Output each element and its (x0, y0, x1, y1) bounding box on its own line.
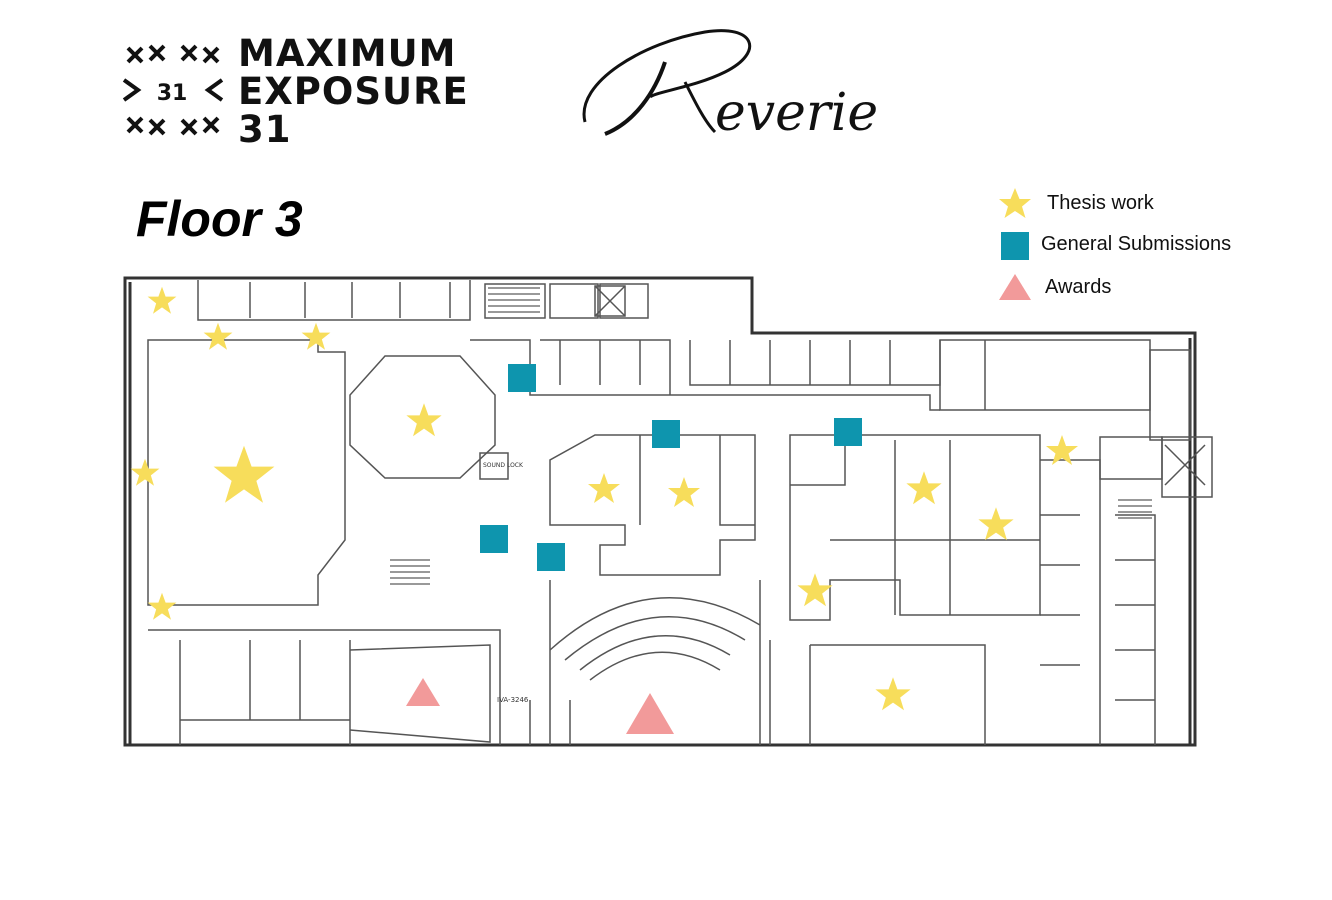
reverie-logo: everie (582, 29, 878, 143)
star-icon (999, 188, 1031, 218)
star-icon (668, 477, 700, 507)
thesis-markers (130, 286, 1078, 711)
room-label-iva: IVA-3246 (497, 696, 529, 704)
square-icon (834, 418, 862, 446)
square-icon (480, 525, 508, 553)
legend: Thesis work General Submissions Awards (995, 186, 1315, 306)
star-icon (147, 592, 177, 620)
legend-label-thesis: Thesis work (1047, 192, 1154, 214)
triangle-icon (406, 678, 440, 706)
room-label-sound-lock: SOUND LOCK (483, 462, 524, 469)
square-icon (508, 364, 536, 392)
floor-title: Floor 3 (136, 191, 303, 247)
legend-item-awards: Awards (995, 270, 1315, 306)
star-icon (1046, 435, 1078, 465)
brand-line-2: EXPOSURE (238, 70, 469, 113)
legend-label-general: General Submissions (1041, 233, 1232, 255)
svg-text:everie: everie (715, 83, 878, 143)
star-icon (406, 403, 442, 437)
triangle-icon (999, 274, 1031, 300)
square-icon (1001, 232, 1029, 260)
star-icon (147, 286, 177, 314)
legend-item-general: General Submissions (995, 228, 1315, 264)
star-icon (797, 573, 833, 607)
brand-mark-icon: 31 (122, 44, 224, 136)
star-icon (875, 677, 911, 711)
square-icon (652, 420, 680, 448)
star-icon (978, 507, 1014, 541)
brand-line-1: MAXIMUM (238, 32, 457, 75)
legend-item-thesis: Thesis work (995, 186, 1315, 222)
building-outline (123, 276, 1197, 747)
brand-mark-number: 31 (157, 81, 188, 106)
triangle-icon (626, 693, 674, 734)
general-submission-markers (480, 364, 862, 571)
brand-wordmark: MAXIMUM EXPOSURE 31 (238, 32, 469, 151)
star-icon (588, 473, 620, 503)
award-markers (406, 678, 674, 734)
star-icon (213, 445, 275, 503)
square-icon (537, 543, 565, 571)
legend-label-awards: Awards (1045, 276, 1112, 298)
brand-line-3: 31 (238, 108, 292, 151)
star-icon (906, 471, 942, 505)
star-icon (301, 322, 331, 350)
star-icon (130, 458, 160, 486)
star-icon (203, 322, 233, 350)
